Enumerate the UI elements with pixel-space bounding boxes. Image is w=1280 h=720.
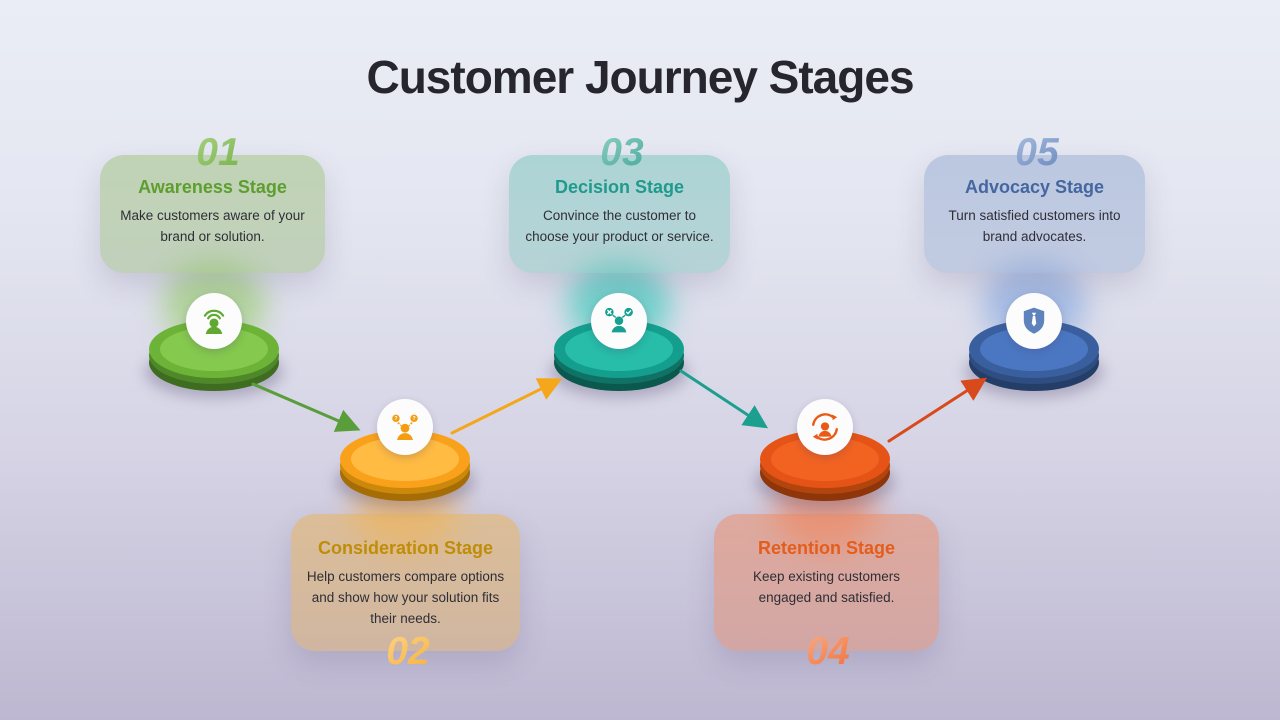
arrow-consideration-to-decision — [450, 378, 563, 435]
stage-card-consideration: Consideration Stage Help customers compa… — [291, 514, 520, 651]
stage-icon-badge-decision — [591, 293, 647, 349]
broadcast-person-icon — [203, 309, 225, 335]
stage-card-awareness: Awareness Stage Make customers aware of … — [100, 155, 325, 273]
stage-number-05: 05 — [982, 131, 1092, 175]
stage-card-title: Advocacy Stage — [964, 177, 1105, 197]
stage-icon-badge-awareness — [186, 293, 242, 349]
stage-card-description: Convince the customer to choose your pro… — [525, 208, 714, 244]
svg-text:?: ? — [394, 416, 397, 422]
arrow-decision-to-retention — [679, 369, 769, 429]
stage-icon-badge-retention — [797, 399, 853, 455]
stage-icon-badge-consideration: ?? — [377, 399, 433, 455]
stage-icon-badge-advocacy — [1006, 293, 1062, 349]
stage-card-description: Make customers aware of your brand or so… — [120, 208, 305, 244]
stage-card-description: Help customers compare options and show … — [306, 569, 505, 626]
stage-card-title: Decision Stage — [554, 177, 685, 197]
stage-number-01: 01 — [163, 131, 273, 175]
person-check-cross-icon — [605, 307, 633, 333]
stage-number-04: 04 — [773, 630, 883, 674]
stage-card-description: Keep existing customers engaged and sati… — [752, 569, 901, 605]
person-refresh-cycle-icon — [812, 413, 838, 441]
stage-card-title: Retention Stage — [757, 538, 895, 558]
stage-card-advocacy: Advocacy Stage Turn satisfied customers … — [924, 155, 1145, 273]
svg-text:?: ? — [413, 416, 416, 422]
page-title: Customer Journey Stages — [366, 51, 914, 103]
stage-card-retention: Retention Stage Keep existing customers … — [714, 514, 939, 651]
stage-disc-decision — [550, 320, 688, 398]
stage-number-03: 03 — [567, 131, 677, 175]
stage-card-title: Awareness Stage — [138, 177, 287, 197]
person-question-bubbles-icon: ?? — [392, 414, 418, 441]
stage-disc-consideration — [336, 430, 474, 508]
shield-tie-icon — [1023, 307, 1045, 334]
stage-card-description: Turn satisfied customers into brand advo… — [948, 208, 1121, 244]
stage-card-title: Consideration Stage — [317, 538, 494, 558]
stage-number-02: 02 — [353, 630, 463, 674]
stage-card-decision: Decision Stage Convince the customer to … — [509, 155, 730, 273]
